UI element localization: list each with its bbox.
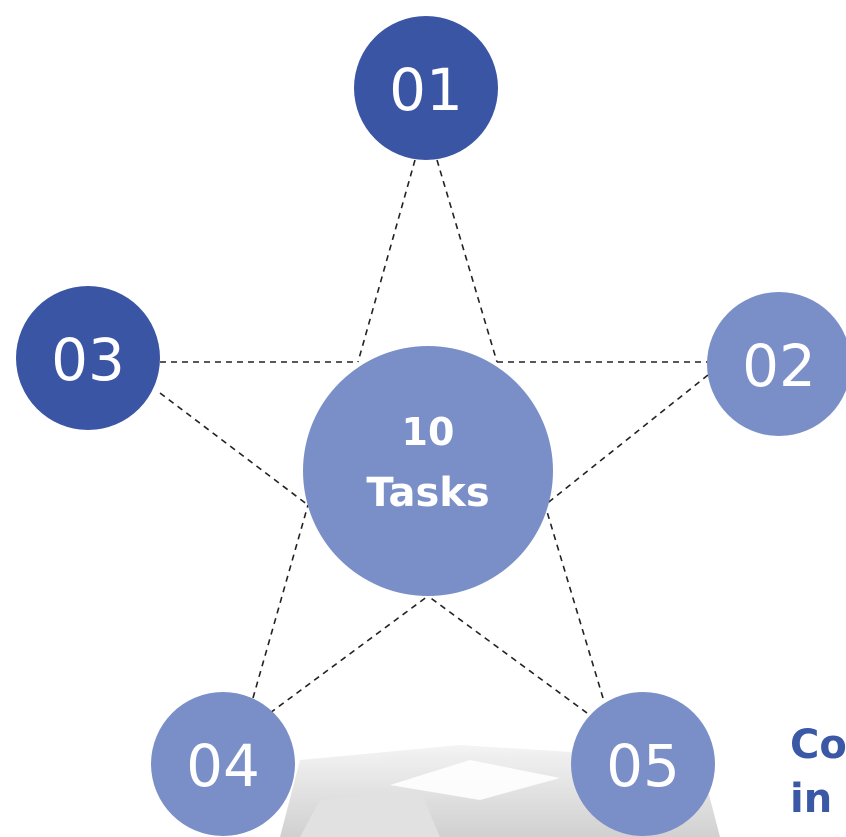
caption-line-2: in	[790, 776, 832, 822]
center-node: 10 Tasks	[303, 346, 553, 596]
node-02-circle	[707, 292, 846, 436]
node-03-circle	[16, 286, 160, 430]
center-label: Tasks	[366, 470, 489, 516]
connector-03-down	[159, 392, 309, 506]
node-02: 02	[707, 292, 846, 436]
connector-04-center	[269, 595, 429, 714]
node-04: 04	[151, 692, 295, 836]
node-03-label: 03	[51, 326, 125, 394]
node-05: 05	[571, 692, 715, 836]
connector-05-up	[544, 504, 604, 699]
connector-02-down	[544, 374, 709, 506]
connector-01-right	[436, 159, 498, 363]
node-01-circle	[354, 16, 498, 160]
center-count: 10	[402, 410, 455, 454]
node-05-circle	[571, 692, 715, 836]
caption-line-1: Co	[790, 722, 846, 768]
center-circle	[303, 346, 553, 596]
node-01: 01	[354, 16, 498, 160]
node-04-circle	[151, 692, 295, 836]
connector-05-center	[427, 595, 588, 714]
connector-04-up	[252, 504, 309, 699]
node-01-label: 01	[389, 56, 463, 124]
caption: Co in	[790, 722, 846, 822]
star-connectors	[159, 159, 709, 714]
node-03: 03	[16, 286, 160, 430]
connector-01-left	[357, 159, 416, 363]
node-05-label: 05	[606, 732, 680, 800]
node-02-label: 02	[742, 332, 816, 400]
node-04-label: 04	[186, 732, 260, 800]
